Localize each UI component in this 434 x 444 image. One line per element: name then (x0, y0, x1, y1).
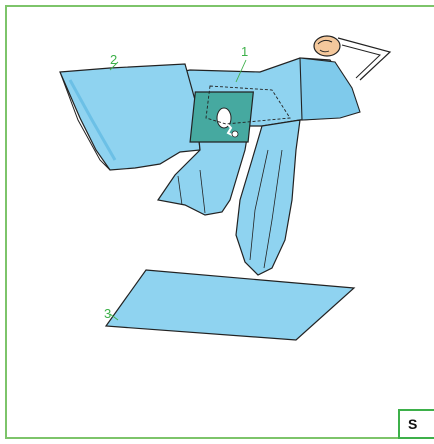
callout-3: 3 (104, 306, 111, 321)
left-drape-sheet (59, 63, 201, 171)
patient-head (313, 35, 341, 57)
callout-1: 1 (241, 44, 248, 59)
flat-drape-sheet (104, 269, 356, 341)
right-hanging-drape (235, 119, 301, 276)
right-side-drape (299, 57, 361, 121)
window-dashed-outline (205, 85, 291, 125)
callout-2: 2 (110, 52, 117, 67)
table-head-edge (337, 37, 392, 81)
figure-frame (5, 5, 434, 439)
incise-window (189, 91, 254, 143)
size-badge: S (398, 409, 434, 439)
callout-leaders (109, 59, 247, 321)
